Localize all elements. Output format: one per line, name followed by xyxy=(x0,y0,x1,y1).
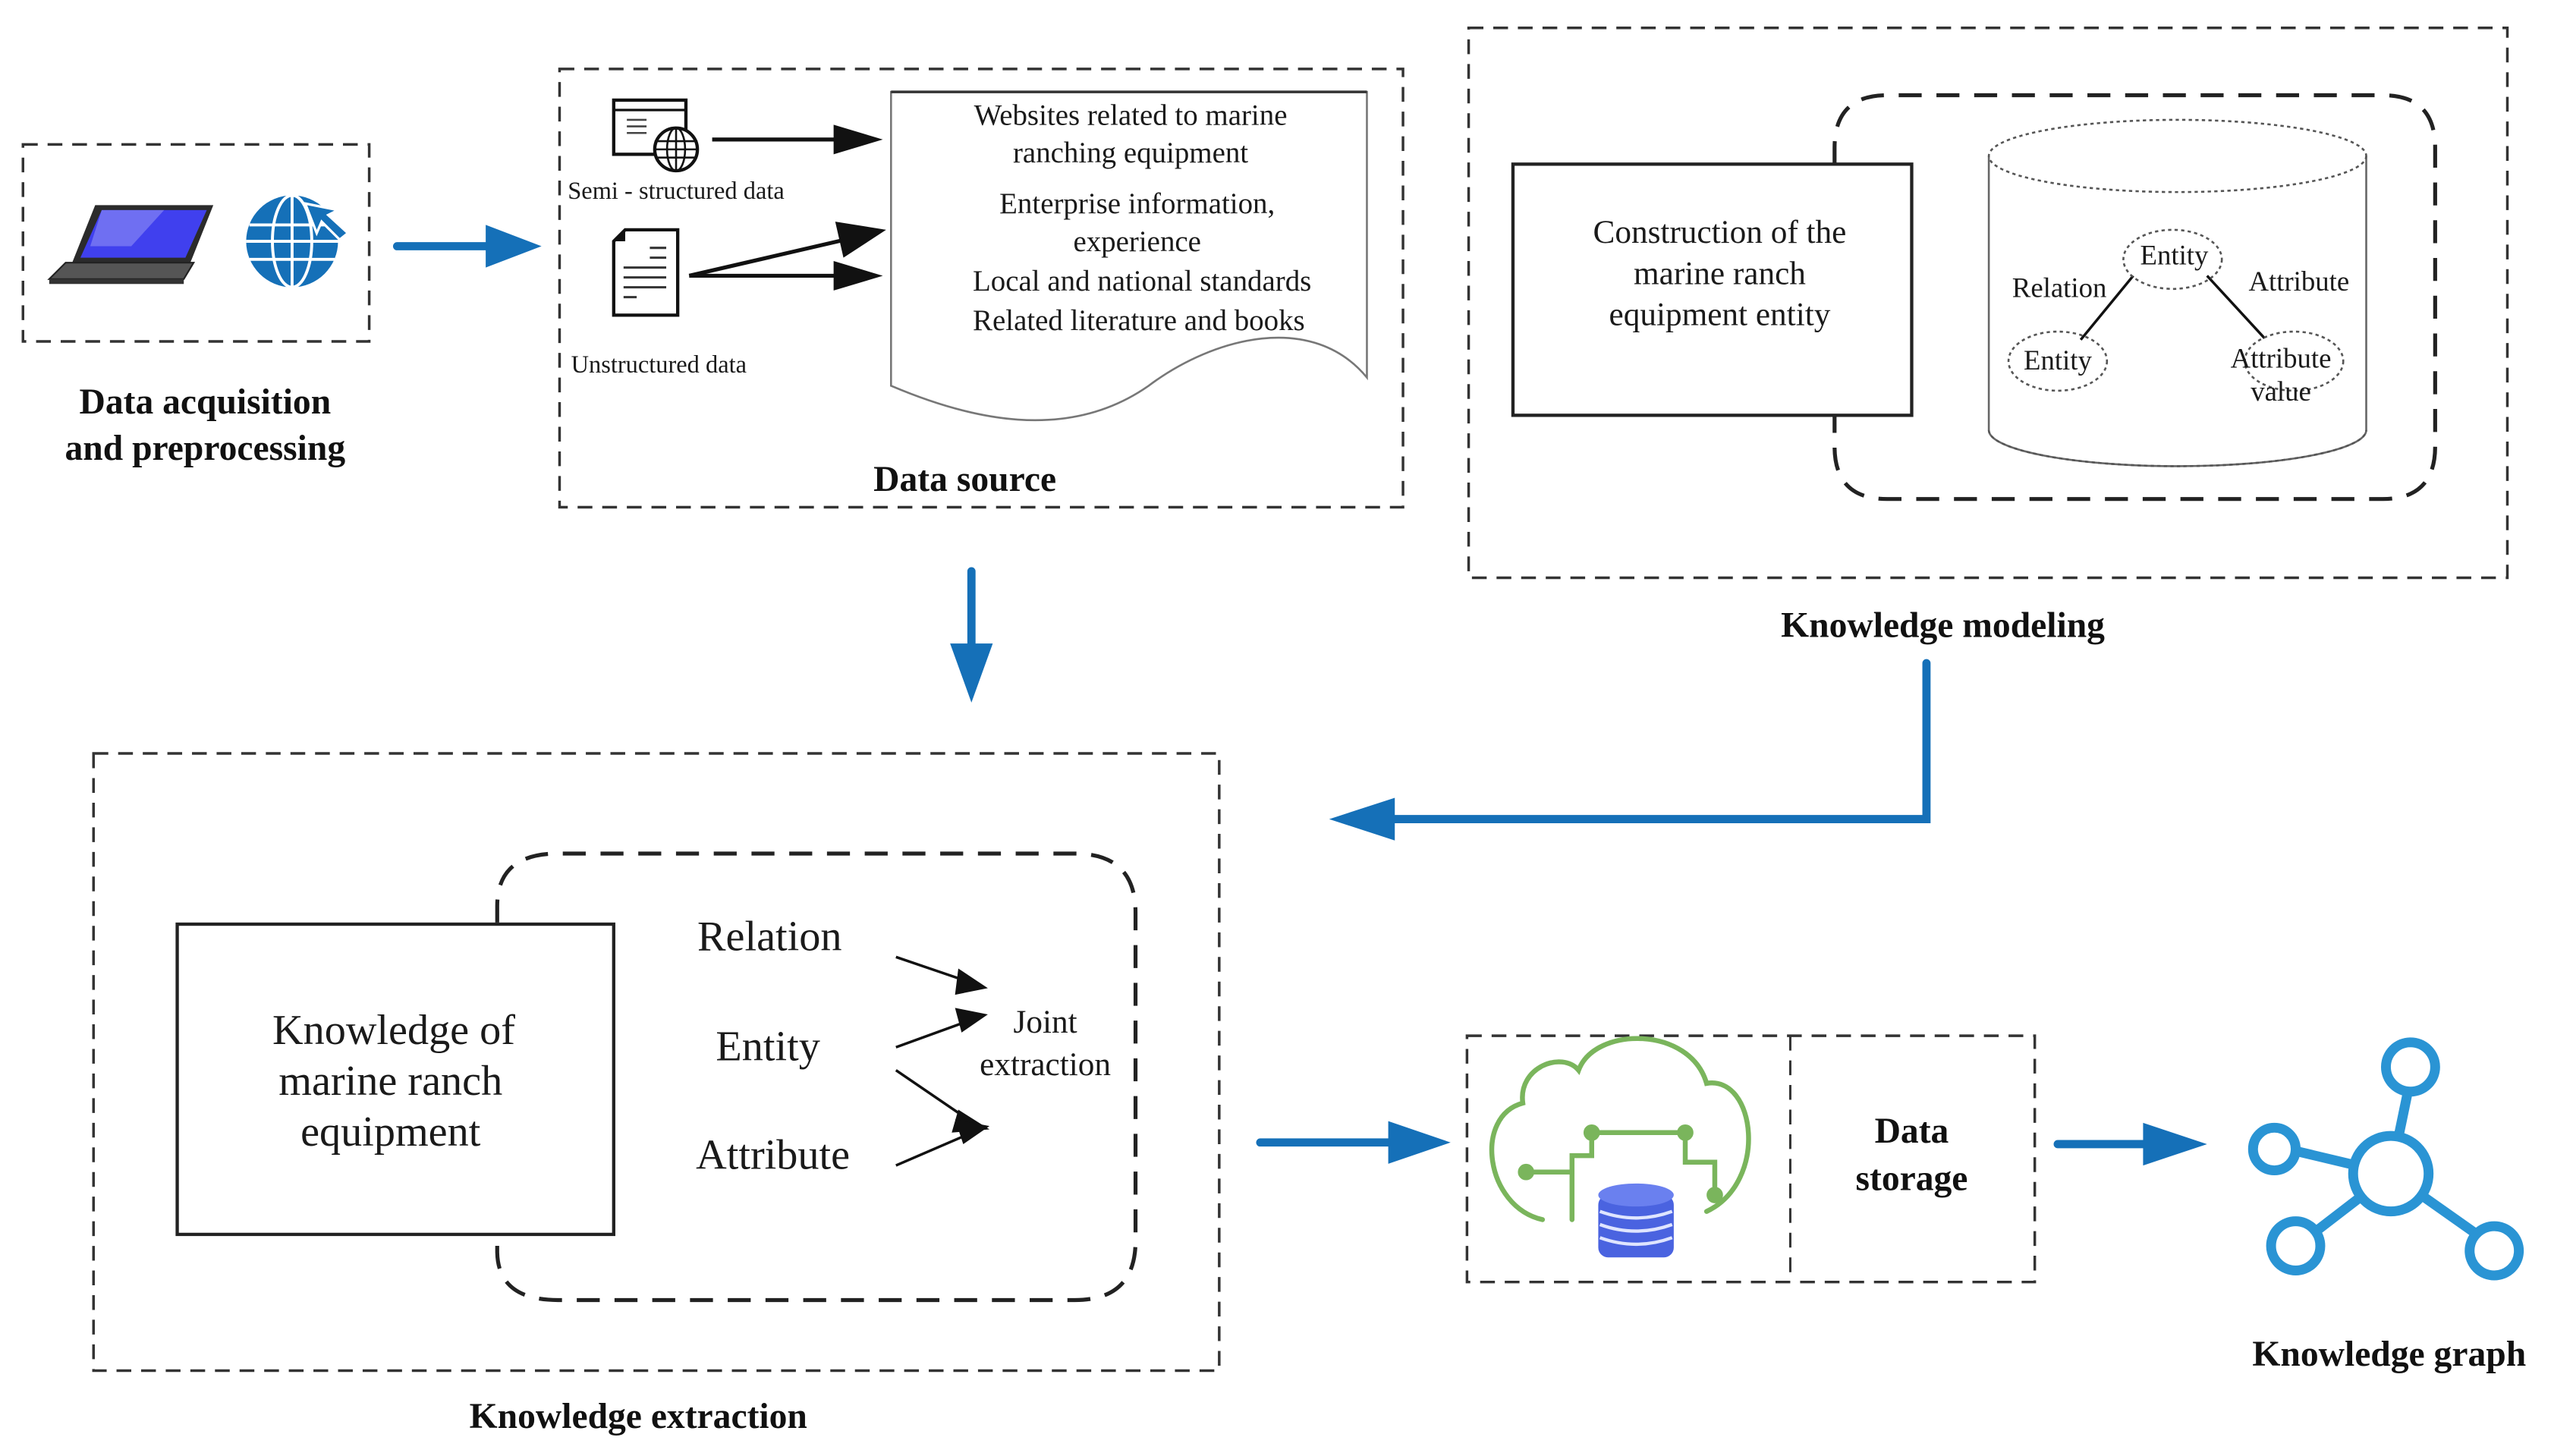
construction-line2: marine ranch xyxy=(1634,255,1806,291)
globe-cursor-icon xyxy=(246,193,350,289)
arrow-acquisition-to-source xyxy=(392,225,542,268)
source-line-enterprise: Enterprise information, xyxy=(999,187,1275,220)
construction-box xyxy=(1511,162,1914,417)
arrow-semi-structured xyxy=(712,124,883,155)
source-line-literature: Related literature and books xyxy=(973,304,1305,337)
source-line-standards: Local and national standards xyxy=(973,265,1311,297)
laptop-icon xyxy=(47,205,214,285)
data-source-box xyxy=(558,68,1404,509)
document-icon xyxy=(612,228,680,317)
data-storage-label-line1: Data xyxy=(1875,1112,1949,1151)
knowledge-box-line1: Knowledge of xyxy=(272,1007,515,1054)
entity-graph: Entity Entity Attribute value Relation A… xyxy=(2007,228,2349,407)
source-line-experience: experience xyxy=(1073,225,1201,258)
entity-left-label: Entity xyxy=(2024,344,2092,376)
extraction-item-relation: Relation xyxy=(697,914,841,961)
extraction-rounded-group xyxy=(495,851,1138,1303)
attribute-value-label-line1: Attribute xyxy=(2231,343,2332,374)
relation-edge-label: Relation xyxy=(2012,272,2107,303)
knowledge-box-line3: equipment xyxy=(300,1109,481,1156)
database-stack-icon xyxy=(1598,1183,1674,1258)
knowledge-modeling-panel: Construction of the marine ranch equipme… xyxy=(1467,27,2509,645)
source-line-ranching: ranching equipment xyxy=(1013,137,1248,169)
attribute-edge xyxy=(2206,275,2266,339)
knowledge-modeling-box xyxy=(1467,27,2509,580)
database-cylinder-icon xyxy=(1987,118,2367,467)
knowledge-graph-icon xyxy=(2247,1037,2524,1281)
data-source-panel: Semi - structured data Unstructured data xyxy=(558,68,1404,509)
attribute-value-node xyxy=(2244,330,2345,392)
entity-node-left xyxy=(2007,330,2109,392)
relation-edge xyxy=(2079,275,2134,341)
web-page-globe-icon xyxy=(612,98,700,173)
acquisition-panel: Data acquisition and preprocessing xyxy=(21,143,371,468)
construction-line1: Construction of the xyxy=(1593,214,1846,250)
knowledge-graph-title: Knowledge graph xyxy=(2252,1335,2526,1374)
knowledge-extraction-panel: Knowledge of marine ranch equipment Rela… xyxy=(92,752,1221,1436)
arrow-modeling-to-extraction xyxy=(1329,659,1931,841)
entity-node-top xyxy=(2122,228,2223,291)
source-line-websites: Websites related to marine xyxy=(974,99,1288,131)
knowledge-box-line2: marine ranch xyxy=(278,1058,502,1105)
extraction-item-attribute: Attribute xyxy=(696,1131,850,1178)
arrow-source-to-extraction xyxy=(950,567,993,703)
joint-extraction-arrows xyxy=(895,955,990,1167)
arrow-extraction-to-storage xyxy=(1256,1121,1451,1164)
construction-line3: equipment entity xyxy=(1609,296,1831,332)
entity-top-label: Entity xyxy=(2140,239,2209,270)
attribute-edge-label: Attribute xyxy=(2248,266,2349,297)
acquisition-label-line1: Data acquisition xyxy=(79,382,331,422)
knowledge-box xyxy=(175,922,615,1237)
joint-label-line1: Joint xyxy=(1014,1004,1077,1040)
joint-label-line2: extraction xyxy=(980,1046,1111,1083)
acquisition-label-line2: and preprocessing xyxy=(65,429,346,468)
arrow-storage-to-graph xyxy=(2053,1122,2207,1166)
cloud-circuit-icon xyxy=(1489,1036,1751,1222)
extraction-item-entity: Entity xyxy=(716,1024,819,1071)
data-storage-box xyxy=(1465,1034,2037,1284)
acquisition-box xyxy=(21,143,371,343)
knowledge-extraction-box xyxy=(92,752,1221,1373)
source-document: Websites related to marine ranching equi… xyxy=(890,90,1368,422)
attribute-value-label-line2: value xyxy=(2251,376,2311,407)
arrows-unstructured xyxy=(688,222,886,291)
knowledge-extraction-title: Knowledge extraction xyxy=(470,1397,807,1436)
modeling-rounded-group xyxy=(1832,93,2437,502)
data-storage-label-line2: storage xyxy=(1855,1159,1967,1199)
semi-structured-label: Semi - structured data xyxy=(568,178,784,205)
data-source-title: Data source xyxy=(873,460,1056,499)
unstructured-label: Unstructured data xyxy=(571,351,747,379)
knowledge-modeling-title: Knowledge modeling xyxy=(1781,605,2105,645)
data-storage-panel: Data storage xyxy=(1465,1034,2037,1284)
